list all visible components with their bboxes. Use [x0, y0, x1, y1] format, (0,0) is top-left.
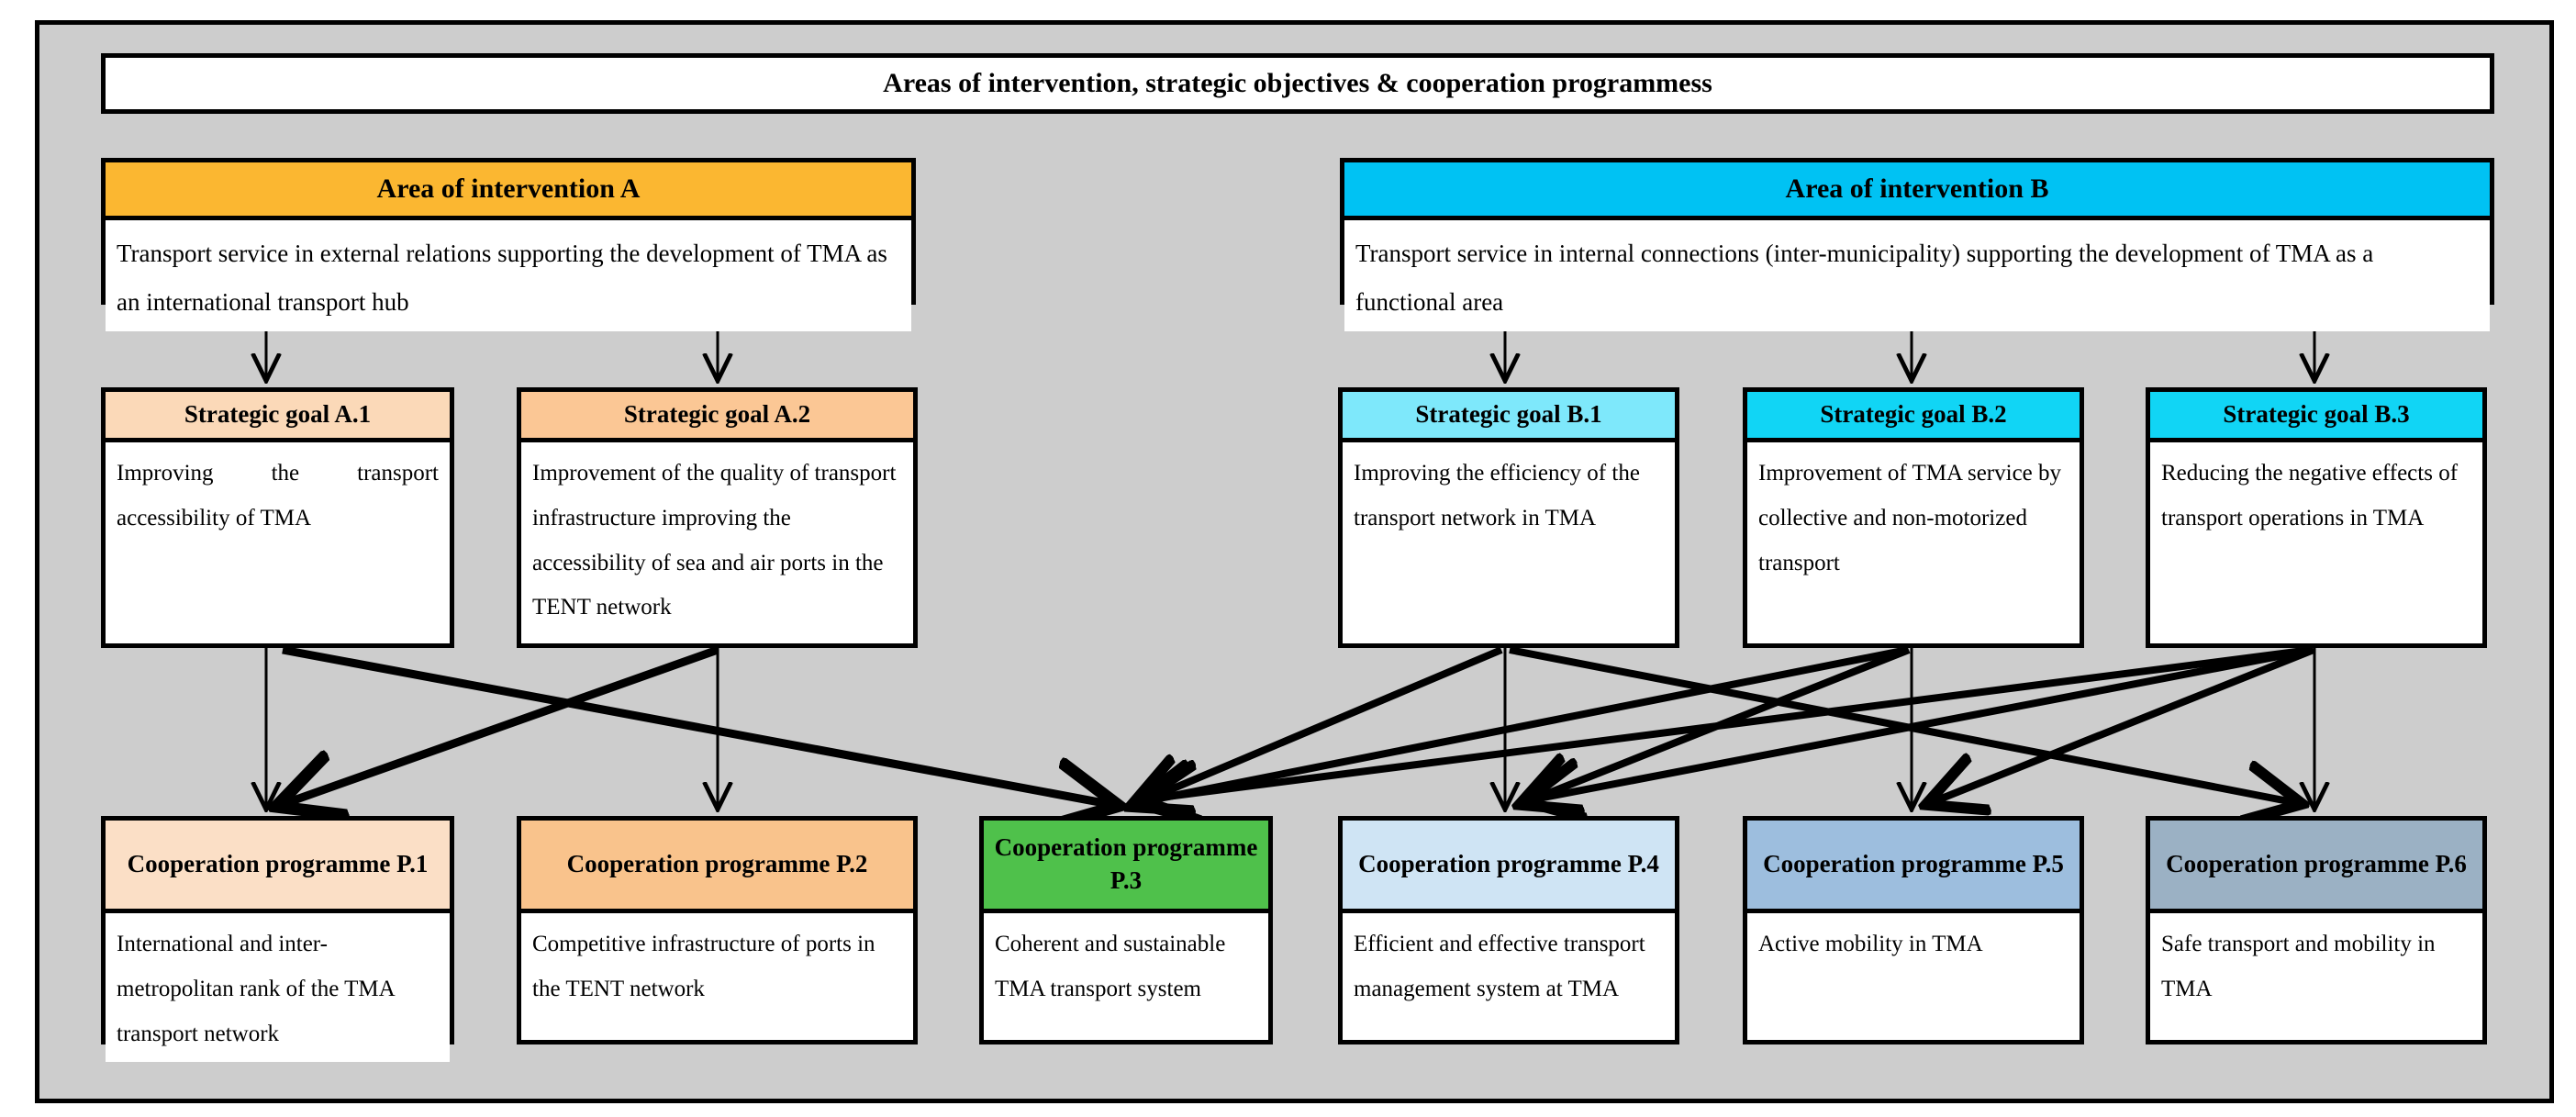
strategic-goal-b1-header: Strategic goal B.1 [1343, 392, 1675, 442]
cooperation-programme-p3[interactable]: Cooperation programme P.3 Coherent and s… [979, 816, 1273, 1044]
page-title: Areas of intervention, strategic objecti… [883, 68, 1712, 98]
cooperation-programme-p6-header: Cooperation programme P.6 [2150, 821, 2482, 913]
area-b-body: Transport service in internal connection… [1344, 220, 2490, 332]
strategic-goal-b2-header: Strategic goal B.2 [1747, 392, 2080, 442]
cooperation-programme-p6[interactable]: Cooperation programme P.6 Safe transport… [2146, 816, 2487, 1044]
cooperation-programme-p2-body: Competitive infrastructure of ports in t… [521, 913, 913, 1018]
strategic-goal-a1-body: Improving the transport accessibility of… [106, 442, 450, 547]
cooperation-programme-p3-header: Cooperation programme P.3 [984, 821, 1268, 913]
cooperation-programme-p5-header: Cooperation programme P.5 [1747, 821, 2080, 913]
area-of-intervention-a[interactable]: Area of intervention A Transport service… [101, 158, 916, 332]
strategic-goal-a2[interactable]: Strategic goal A.2 Improvement of the qu… [517, 387, 918, 648]
strategic-goal-b3-header: Strategic goal B.3 [2150, 392, 2482, 442]
strategic-goal-b3[interactable]: Strategic goal B.3 Reducing the negative… [2146, 387, 2487, 648]
strategic-goal-b2-body: Improvement of TMA service by collective… [1747, 442, 2080, 592]
strategic-goal-a2-header: Strategic goal A.2 [521, 392, 913, 442]
strategic-goal-a1[interactable]: Strategic goal A.1 Improving the transpo… [101, 387, 454, 648]
strategic-goal-b2[interactable]: Strategic goal B.2 Improvement of TMA se… [1743, 387, 2084, 648]
cooperation-programme-p4-header: Cooperation programme P.4 [1343, 821, 1675, 913]
cooperation-programme-p4[interactable]: Cooperation programme P.4 Efficient and … [1338, 816, 1679, 1044]
cooperation-programme-p6-body: Safe transport and mobility in TMA [2150, 913, 2482, 1018]
cooperation-programme-p5-body: Active mobility in TMA [1747, 913, 2080, 973]
cooperation-programme-p2-header: Cooperation programme P.2 [521, 821, 913, 913]
diagram-title-box: Areas of intervention, strategic objecti… [101, 53, 2494, 114]
strategic-goal-b1[interactable]: Strategic goal B.1 Improving the efficie… [1338, 387, 1679, 648]
area-b-header: Area of intervention B [1344, 162, 2490, 220]
strategic-goal-a1-header: Strategic goal A.1 [106, 392, 450, 442]
strategic-goal-a2-body: Improvement of the quality of transport … [521, 442, 913, 636]
cooperation-programme-p4-body: Efficient and effective transport manage… [1343, 913, 1675, 1018]
cooperation-programme-p2[interactable]: Cooperation programme P.2 Competitive in… [517, 816, 918, 1044]
cooperation-programme-p1[interactable]: Cooperation programme P.1 International … [101, 816, 454, 1063]
cooperation-programme-p1-header: Cooperation programme P.1 [106, 821, 450, 913]
area-of-intervention-b[interactable]: Area of intervention B Transport service… [1340, 158, 2494, 332]
cooperation-programme-p5[interactable]: Cooperation programme P.5 Active mobilit… [1743, 816, 2084, 1044]
cooperation-programme-p1-body: International and inter-metropolitan ran… [106, 913, 450, 1063]
area-a-header: Area of intervention A [106, 162, 911, 220]
area-a-body: Transport service in external relations … [106, 220, 911, 332]
cooperation-programme-p3-body: Coherent and sustainable TMA transport s… [984, 913, 1268, 1018]
strategic-goal-b1-body: Improving the efficiency of the transpor… [1343, 442, 1675, 547]
strategic-goal-b3-body: Reducing the negative effects of transpo… [2150, 442, 2482, 547]
